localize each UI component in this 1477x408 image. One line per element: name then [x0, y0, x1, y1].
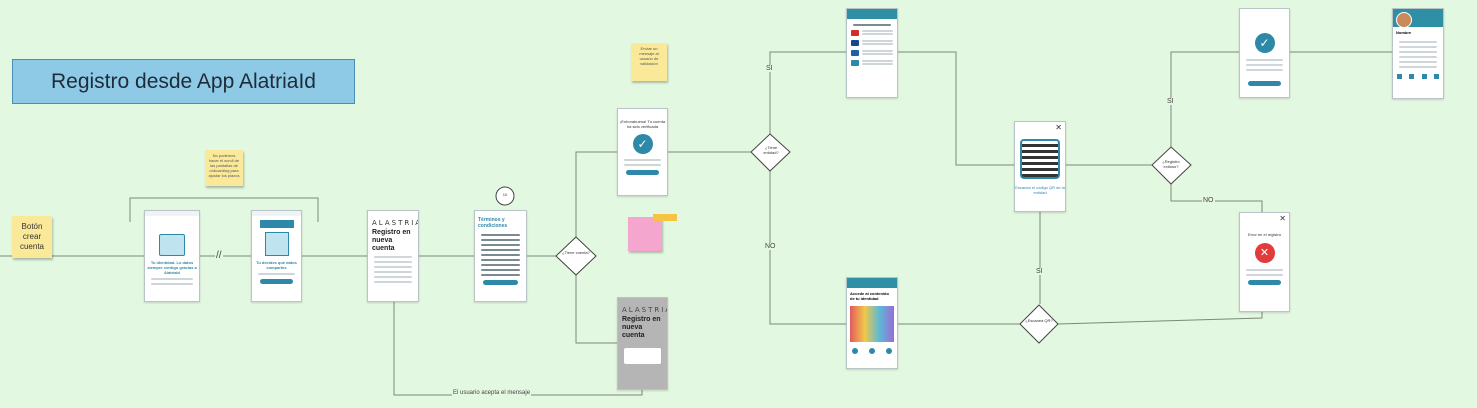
screen-entities	[846, 8, 898, 98]
decision-label-3: ¿Registro exitoso?	[1162, 159, 1180, 169]
error-close-icon[interactable]: ✕	[1279, 214, 1286, 223]
message-dialog	[624, 348, 661, 364]
sticky-onboarding: No podemos hacer el scroll de las pantal…	[205, 150, 243, 186]
avatar	[1396, 12, 1412, 28]
screen-terms: Términos y condiciones	[474, 210, 527, 302]
sticky-pink	[628, 217, 662, 251]
news-image	[850, 306, 894, 342]
news-title: Accede al contenido de tu identidad	[850, 291, 889, 301]
sticky-tag	[653, 214, 677, 221]
terms-title: Términos y condiciones	[478, 217, 508, 229]
success-check-icon: ✓	[1254, 33, 1275, 53]
register-brand: ALASTRIA	[372, 219, 419, 227]
screen-qr: ✕ Escanea el código QR de la entidad	[1014, 121, 1066, 212]
register-title: Registro en nueva cuenta	[372, 229, 411, 252]
label-no-mid: NO	[764, 243, 777, 250]
user-profile-icon	[264, 232, 289, 256]
grey-brand: ALASTRIA	[622, 306, 668, 314]
onboarding-2-text: Tu decides qué datos compartes	[256, 260, 297, 270]
grey-title: Registro en nueva cuenta	[622, 316, 661, 339]
label-si-top: SI	[765, 65, 774, 72]
profile-name: Nombre	[1396, 30, 1412, 35]
label-no-right: NO	[1202, 197, 1215, 204]
label-accept-msg: El usuario acepta el mensaje	[452, 390, 532, 396]
retry-button[interactable]	[1248, 280, 1281, 285]
screen-register: ALASTRIA Registro en nueva cuenta	[367, 210, 419, 302]
continue-button[interactable]	[626, 170, 659, 175]
label-si-right: SI	[1166, 98, 1175, 105]
terms-accept-button[interactable]	[483, 280, 518, 285]
sticky-start: Botón crear cuenta	[12, 216, 52, 258]
close-icon[interactable]: ✕	[1055, 123, 1062, 132]
timer-circle	[495, 186, 515, 206]
qr-text: Escanea el código QR de la entidad	[1015, 185, 1065, 195]
screen-profile: Nombre	[1392, 8, 1444, 99]
decision-label-1: ¿Tiene cuenta?	[562, 250, 590, 255]
screen-news: Accede al contenido de tu identidad	[846, 277, 898, 369]
decision-label-2: ¿Tiene entidad?	[763, 145, 779, 155]
decision-diamond-3	[1151, 146, 1192, 185]
check-icon: ✓	[632, 134, 653, 154]
error-x-icon: ✕	[1254, 243, 1275, 263]
decision-label-4: ¿Escanea QR?	[1025, 318, 1053, 323]
diagram-title: Registro desde App AlatriaId	[12, 59, 355, 104]
qr-code-icon	[1020, 139, 1060, 179]
error-text: Error en el registro	[1247, 232, 1282, 237]
id-card-icon	[159, 234, 185, 256]
screen-onboarding-2: Tu decides qué datos compartes	[251, 210, 302, 302]
screen-verified: ¡Enhorabuena! Tu cuenta ha sido verifica…	[617, 108, 668, 196]
onboarding-1-text: Tu identidad. Lo datos siempre contigo g…	[147, 260, 197, 275]
decision-diamond-1	[555, 236, 597, 276]
stars-banner	[259, 220, 294, 228]
label-si-bottom: SI	[1035, 268, 1044, 275]
screen-register-grey: ALASTRIA Registro en nueva cuenta	[617, 297, 668, 390]
success-accept-button[interactable]	[1248, 81, 1281, 86]
timer-label: 10	[502, 192, 508, 197]
screen-error: ✕ Error en el registro ✕	[1239, 212, 1290, 312]
verified-text: ¡Enhorabuena! Tu cuenta ha sido verifica…	[619, 119, 666, 129]
screen-onboarding-1: Tu identidad. Lo datos siempre contigo g…	[144, 210, 200, 302]
decision-diamond-4	[1019, 304, 1059, 344]
screen-success: ✓	[1239, 8, 1290, 98]
label-skip: //	[215, 250, 223, 261]
next-button[interactable]	[260, 279, 293, 284]
decision-diamond-2	[750, 133, 791, 172]
sticky-validation: Enviar un mensaje al usuario de validaci…	[631, 43, 667, 81]
